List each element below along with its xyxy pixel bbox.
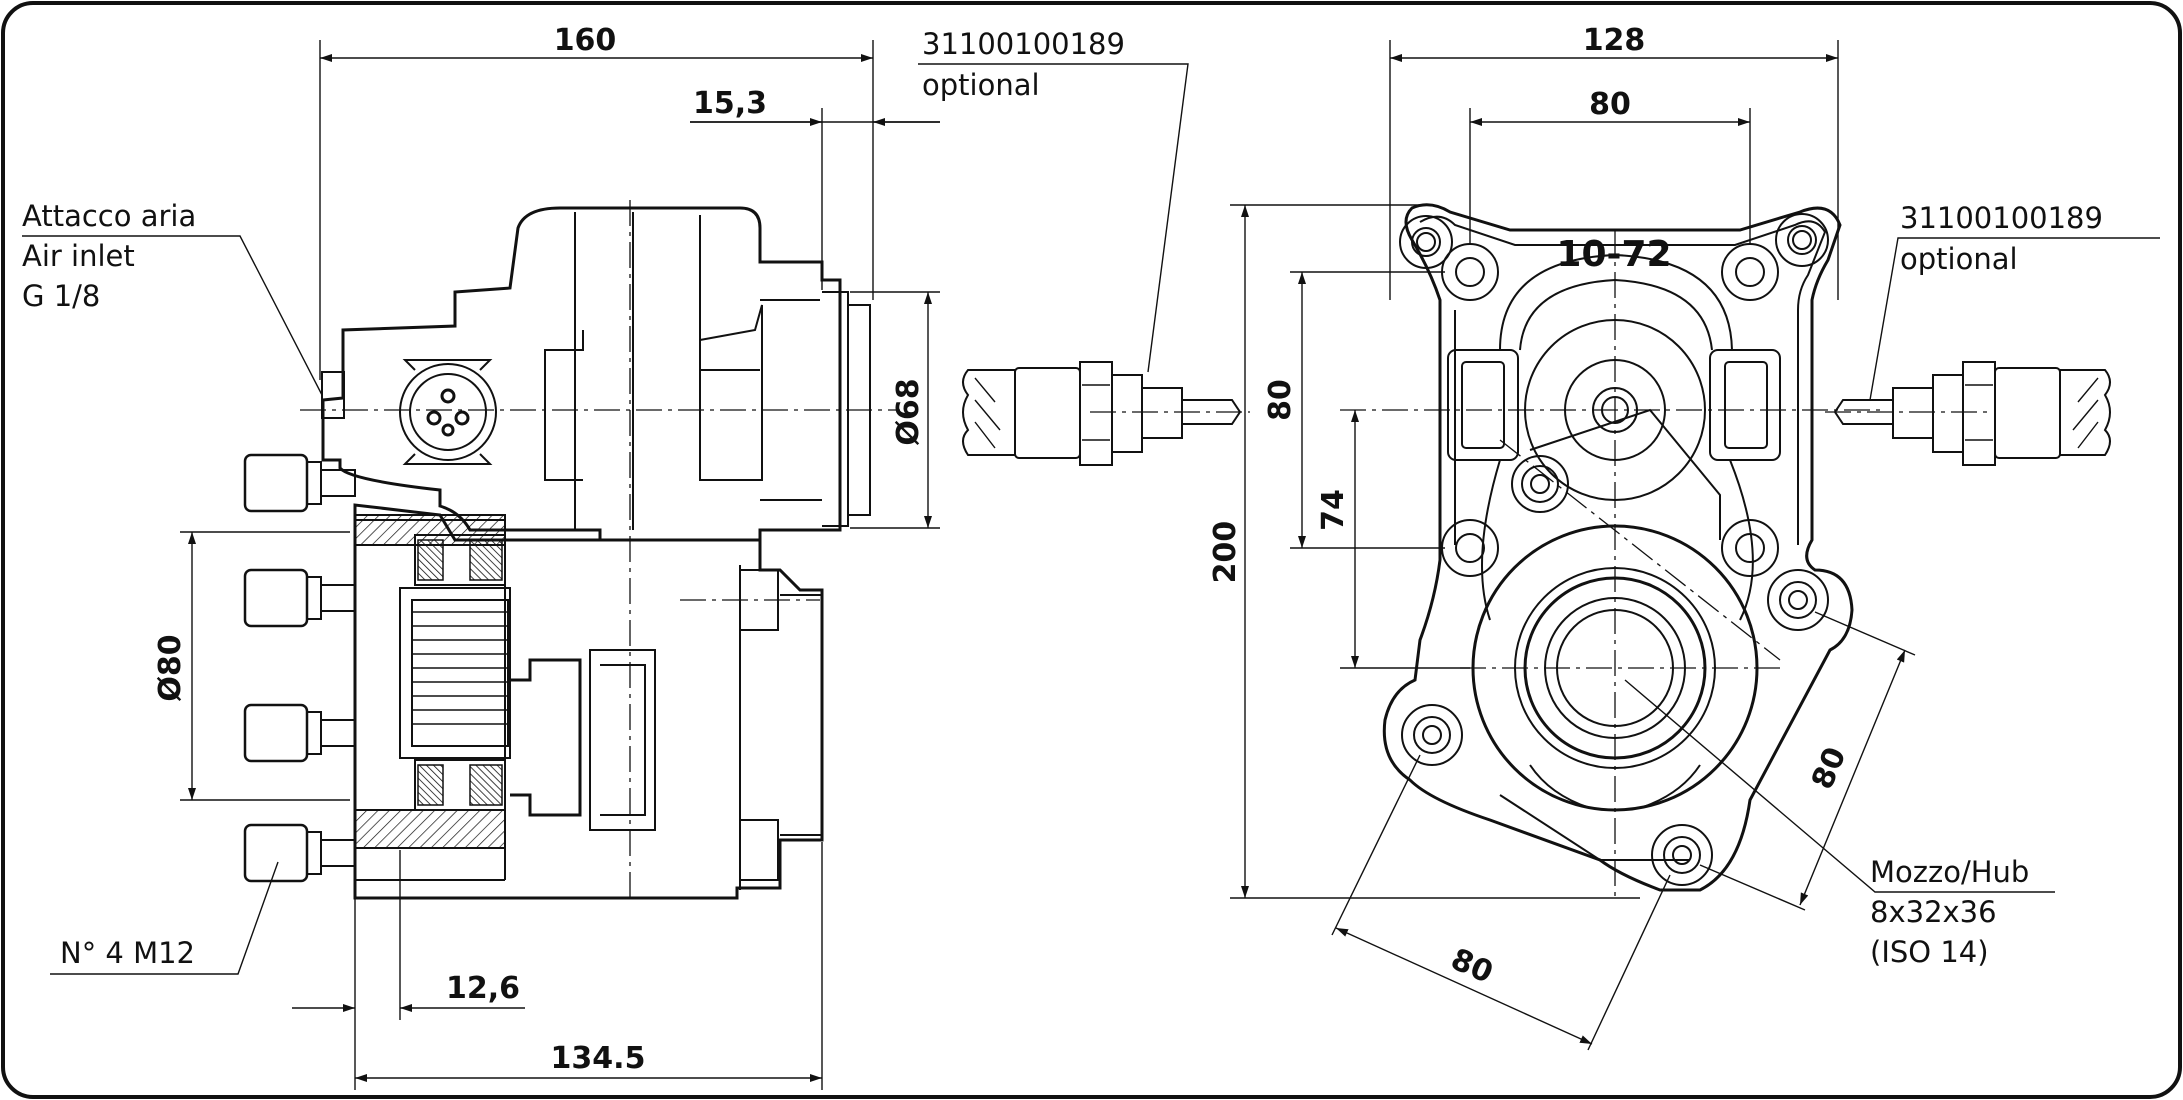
front-view: 10-72 128 80 200 80 74 80	[1208, 23, 2160, 1051]
sensor-part-number-right: 31100100189	[1900, 201, 2103, 235]
dim-base-length: 134.5	[551, 1041, 646, 1076]
dim-upper-pitch: 80	[1263, 379, 1298, 421]
dim-diagonal-bottom: 80	[1446, 942, 1498, 991]
front-bolt-mid-left	[1441, 519, 1499, 577]
air-inlet-label-en: Air inlet	[22, 239, 135, 273]
model-label: 10-72	[1556, 234, 1671, 275]
pressure-sensor-left	[962, 361, 1250, 466]
front-bolt-left-lower	[1401, 704, 1463, 766]
front-bolt-mid-right	[1721, 519, 1779, 577]
dim-diagonal-right: 80	[1805, 742, 1854, 794]
front-bolt-center	[1511, 455, 1569, 513]
dim-shaft-diameter: Ø80	[153, 634, 188, 701]
dim-overall-width: 128	[1583, 23, 1646, 58]
front-bolt-top-left-inner	[1441, 243, 1499, 301]
hub-standard: (ISO 14)	[1870, 935, 1989, 969]
sensor-optional-right: optional	[1900, 242, 2018, 276]
hub-spline: 8x32x36	[1870, 895, 1997, 929]
dim-inner-width: 80	[1589, 87, 1631, 122]
stud-bolt-2	[243, 568, 356, 628]
bolts-label: N° 4 M12	[60, 936, 195, 970]
front-bolt-top-right-outer	[1775, 213, 1829, 267]
stud-bolt-4	[243, 823, 356, 883]
dim-hub-offset: 12,6	[446, 971, 520, 1006]
dim-flange-offset: 15,3	[693, 86, 767, 121]
front-bolt-top-right-inner	[1721, 243, 1779, 301]
sensor-part-number-left: 31100100189	[922, 27, 1125, 61]
dim-shaft-offset: 74	[1316, 489, 1351, 531]
stud-bolt-3	[243, 703, 356, 763]
front-bolt-right-lower	[1767, 569, 1829, 631]
dim-overall-height: 200	[1208, 521, 1243, 584]
stud-bolt-1	[243, 453, 356, 513]
side-view: 160 15,3 Ø68 Ø80 12,6 134.5 Attacco aria…	[22, 23, 1250, 1090]
dim-overall-length: 160	[554, 23, 617, 58]
air-inlet-label-it: Attacco aria	[22, 199, 196, 233]
pressure-sensor-right	[1825, 361, 2111, 466]
sensor-optional-left: optional	[922, 68, 1040, 102]
hub-label: Mozzo/Hub	[1870, 855, 2029, 889]
front-bolt-bottom	[1651, 824, 1713, 886]
air-inlet-thread: G 1/8	[22, 279, 100, 313]
front-bolt-top-left-outer	[1399, 215, 1453, 269]
dim-flange-diameter: Ø68	[891, 378, 926, 445]
